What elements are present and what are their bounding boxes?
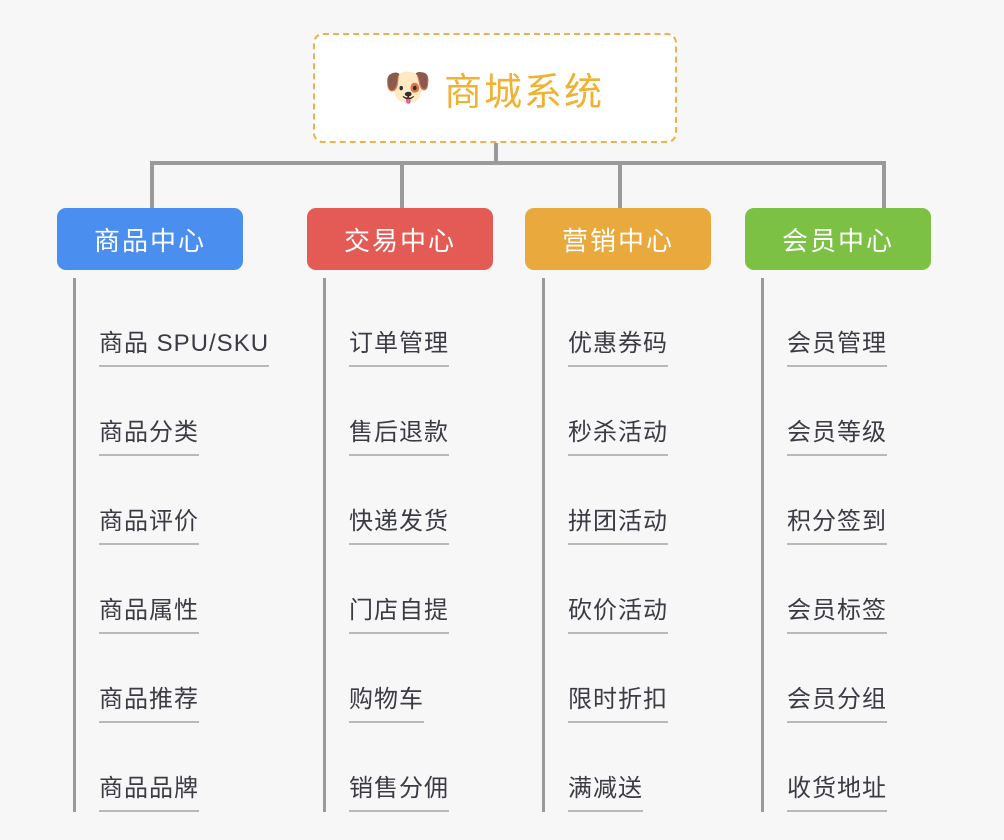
leaf-label: 商品推荐 — [99, 686, 199, 723]
list-item[interactable]: 商品分类 — [73, 367, 269, 456]
category-header-products[interactable]: 商品中心 — [57, 208, 243, 270]
leaf-label: 商品分类 — [99, 419, 199, 456]
root-node[interactable]: 🐶 商城系统 — [313, 33, 677, 143]
dog-face-icon: 🐶 — [384, 67, 432, 109]
leaf-label: 商品 SPU/SKU — [99, 330, 270, 367]
category-header-member[interactable]: 会员中心 — [745, 208, 931, 270]
leaf-label: 砍价活动 — [568, 597, 668, 634]
list-item[interactable]: 商品属性 — [73, 545, 269, 634]
list-item[interactable]: 优惠券码 — [542, 278, 668, 367]
list-item[interactable]: 会员等级 — [761, 367, 887, 456]
list-item[interactable]: 商品推荐 — [73, 634, 269, 723]
category-header-label: 会员中心 — [781, 225, 894, 256]
list-item[interactable]: 限时折扣 — [542, 634, 668, 723]
leaf-label: 销售分佣 — [349, 775, 449, 812]
leaf-label: 会员管理 — [787, 330, 887, 367]
root-title: 商城系统 — [443, 71, 604, 114]
list-item[interactable]: 拼团活动 — [542, 456, 668, 545]
leaf-rail — [761, 278, 764, 812]
list-item[interactable]: 会员管理 — [761, 278, 887, 367]
leaf-label: 商品评价 — [99, 508, 199, 545]
leaf-column-marketing: 优惠券码 秒杀活动 拼团活动 砍价活动 限时折扣 满减送 — [542, 278, 668, 812]
list-item[interactable]: 快递发货 — [323, 456, 449, 545]
connector-drop-4 — [882, 161, 886, 208]
leaf-rail — [323, 278, 326, 812]
leaf-label: 限时折扣 — [568, 686, 668, 723]
category-header-marketing[interactable]: 营销中心 — [525, 208, 711, 270]
category-header-label: 营销中心 — [561, 225, 674, 256]
leaf-label: 秒杀活动 — [568, 419, 668, 456]
connector-horizontal-bus — [150, 161, 886, 165]
leaf-label: 会员分组 — [787, 686, 887, 723]
leaf-label: 会员标签 — [787, 597, 887, 634]
list-item[interactable]: 积分签到 — [761, 456, 887, 545]
leaf-label: 拼团活动 — [568, 508, 668, 545]
leaf-label: 商品品牌 — [99, 775, 199, 812]
leaf-label: 订单管理 — [349, 330, 449, 367]
leaf-rail — [73, 278, 76, 812]
leaf-label: 购物车 — [349, 686, 424, 723]
leaf-label: 收货地址 — [787, 775, 887, 812]
leaf-label: 满减送 — [568, 775, 643, 812]
list-item[interactable]: 销售分佣 — [323, 723, 449, 812]
leaf-label: 门店自提 — [349, 597, 449, 634]
list-item[interactable]: 砍价活动 — [542, 545, 668, 634]
category-header-label: 交易中心 — [343, 225, 456, 256]
list-item[interactable]: 商品评价 — [73, 456, 269, 545]
leaf-column-trade: 订单管理 售后退款 快递发货 门店自提 购物车 销售分佣 — [323, 278, 449, 812]
leaf-rail — [542, 278, 545, 812]
list-item[interactable]: 收货地址 — [761, 723, 887, 812]
leaf-column-member: 会员管理 会员等级 积分签到 会员标签 会员分组 收货地址 — [761, 278, 887, 812]
list-item[interactable]: 订单管理 — [323, 278, 449, 367]
list-item[interactable]: 商品品牌 — [73, 723, 269, 812]
list-item[interactable]: 会员标签 — [761, 545, 887, 634]
list-item[interactable]: 满减送 — [542, 723, 668, 812]
list-item[interactable]: 秒杀活动 — [542, 367, 668, 456]
leaf-label: 售后退款 — [349, 419, 449, 456]
leaf-label: 商品属性 — [99, 597, 199, 634]
leaf-label: 快递发货 — [349, 508, 449, 545]
list-item[interactable]: 会员分组 — [761, 634, 887, 723]
list-item[interactable]: 购物车 — [323, 634, 449, 723]
category-header-trade[interactable]: 交易中心 — [307, 208, 493, 270]
leaf-label: 积分签到 — [787, 508, 887, 545]
leaf-label: 优惠券码 — [568, 330, 668, 367]
connector-drop-3 — [618, 161, 622, 208]
list-item[interactable]: 门店自提 — [323, 545, 449, 634]
leaf-column-products: 商品 SPU/SKU 商品分类 商品评价 商品属性 商品推荐 商品品牌 — [73, 278, 270, 812]
list-item[interactable]: 商品 SPU/SKU — [73, 278, 270, 367]
leaf-label: 会员等级 — [787, 419, 887, 456]
connector-drop-1 — [150, 161, 154, 208]
connector-drop-2 — [400, 161, 404, 208]
connector-root-stem — [494, 143, 498, 164]
category-header-label: 商品中心 — [93, 225, 206, 256]
list-item[interactable]: 售后退款 — [323, 367, 449, 456]
